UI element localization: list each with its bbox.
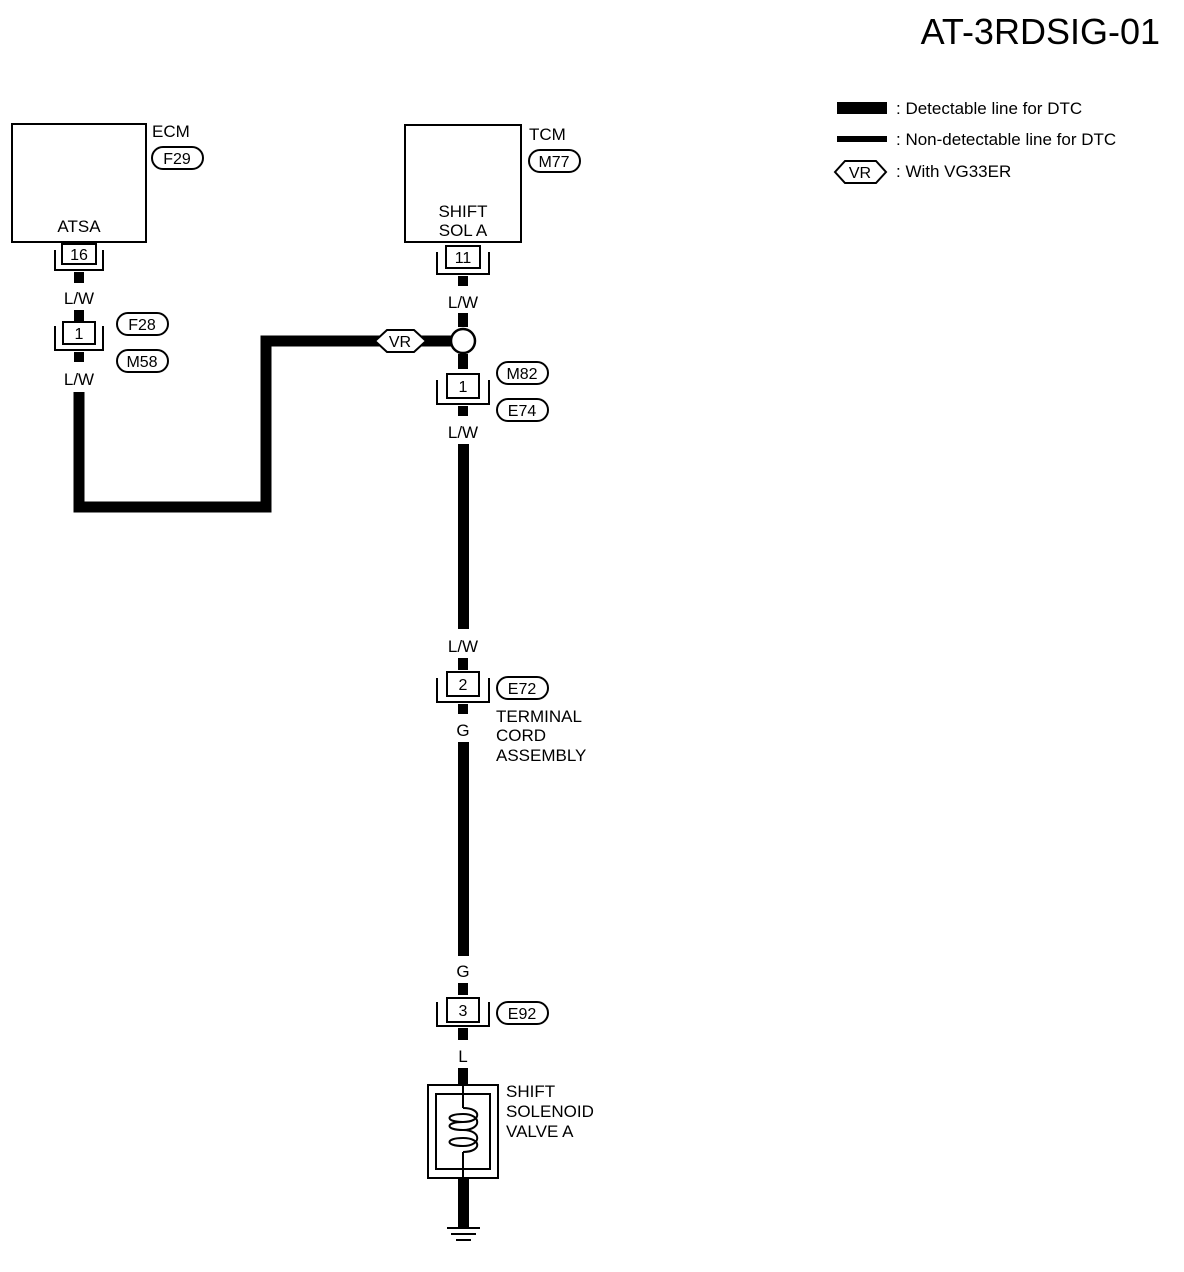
connector-m58-badge bbox=[116, 349, 169, 373]
legend: : Detectable line for DTC : Non-detectab… bbox=[833, 99, 1116, 184]
e72-terminal-number: 2 bbox=[459, 677, 468, 694]
connector-e92: 3 E92 bbox=[436, 997, 549, 1027]
e72-connector-label: E72 bbox=[508, 681, 537, 698]
tcm-terminal-label-1: SHIFT bbox=[438, 202, 487, 221]
ground-wire bbox=[458, 1179, 469, 1227]
ecm-to-tcm-wire bbox=[73, 335, 380, 513]
wire-stub-after-e92 bbox=[458, 1028, 468, 1040]
connector-f28-badge bbox=[116, 312, 169, 336]
branch-vr-text: VR bbox=[389, 334, 411, 351]
connector-e74-badge bbox=[496, 398, 549, 422]
connector-e72: 2 E72 TERMINAL CORD ASSEMBLY bbox=[436, 671, 586, 765]
tcm-connector-badge bbox=[528, 149, 581, 173]
splice-junction bbox=[449, 327, 477, 355]
legend-detectable-line-swatch bbox=[837, 102, 887, 114]
joint-m82-e74: 1 M82 E74 bbox=[436, 361, 549, 422]
e92-bracket bbox=[436, 1002, 490, 1027]
ecm-terminal-bracket bbox=[54, 250, 104, 271]
e92-connector-label: E92 bbox=[508, 1006, 537, 1023]
tcm-name: TCM bbox=[529, 125, 566, 144]
wire-stub-before-e72 bbox=[458, 658, 468, 670]
wire-color-after-e72: G bbox=[456, 721, 469, 740]
tcm-terminal-box bbox=[445, 245, 481, 269]
joint-m82-terminal-box bbox=[446, 373, 480, 399]
ecm-box bbox=[11, 123, 147, 243]
joint-f28-m58: 1 F28 M58 bbox=[54, 312, 169, 373]
tcm-wire-stub-3 bbox=[458, 406, 468, 416]
e72-desc-line-1: TERMINAL bbox=[496, 707, 582, 726]
branch-vr-tag bbox=[373, 329, 428, 353]
e72-desc-line-2: CORD bbox=[496, 726, 546, 745]
ecm-wire-stub-3 bbox=[74, 352, 84, 362]
e92-terminal-number: 3 bbox=[459, 1003, 468, 1020]
wire-to-e92 bbox=[458, 742, 469, 956]
diagram-title: AT-3RDSIG-01 bbox=[921, 11, 1160, 52]
wire-to-e72 bbox=[458, 444, 469, 629]
tcm-wire-stub-2 bbox=[458, 313, 468, 327]
tcm-wire-color-2: L/W bbox=[448, 423, 478, 442]
ecm-wire-color: L/W bbox=[64, 289, 94, 308]
e72-connector-badge bbox=[496, 676, 549, 700]
wire-color-after-e92: L bbox=[458, 1047, 467, 1066]
connector-e74-label: E74 bbox=[508, 403, 537, 420]
ecm-wire-stub bbox=[74, 272, 84, 283]
legend-non-detectable-line-swatch bbox=[837, 136, 887, 142]
joint-m82-terminal-number: 1 bbox=[459, 379, 468, 396]
ecm-name: ECM bbox=[152, 122, 190, 141]
wire-color-before-e92: G bbox=[456, 962, 469, 981]
e92-connector-badge bbox=[496, 1001, 549, 1025]
solenoid-coil-icon bbox=[448, 1107, 479, 1153]
legend-detectable-text: : Detectable line for DTC bbox=[896, 99, 1082, 118]
tcm-connector-label: M77 bbox=[538, 154, 569, 171]
ecm-wire-color-2: L/W bbox=[64, 370, 94, 389]
legend-option-text: : With VG33ER bbox=[896, 162, 1011, 181]
connector-m58-label: M58 bbox=[126, 354, 157, 371]
e72-terminal-box bbox=[446, 671, 480, 697]
wire-to-solenoid bbox=[458, 1068, 468, 1086]
tcm-terminal-number: 11 bbox=[455, 250, 472, 267]
ecm-terminal-number: 16 bbox=[70, 247, 88, 264]
tcm-unit: TCM M77 SHIFT SOL A 11 bbox=[404, 124, 581, 275]
joint-f28-terminal-box bbox=[62, 321, 96, 345]
ecm-unit: ECM F29 ATSA 16 bbox=[11, 122, 204, 271]
e72-bracket bbox=[436, 678, 490, 703]
tcm-terminal-label-2: SOL A bbox=[439, 221, 488, 240]
solenoid-label-1: SHIFT bbox=[506, 1082, 555, 1101]
e72-desc-line-3: ASSEMBLY bbox=[496, 746, 586, 765]
ground-icon bbox=[447, 1227, 480, 1241]
connector-m82-label: M82 bbox=[506, 366, 537, 383]
connector-m82-badge bbox=[496, 361, 549, 385]
e92-terminal-box bbox=[446, 997, 480, 1023]
ecm-connector-badge bbox=[151, 146, 204, 170]
ecm-terminal-box bbox=[61, 243, 97, 265]
ecm-terminal-label: ATSA bbox=[57, 217, 101, 236]
ecm-connector-label: F29 bbox=[163, 151, 191, 168]
tcm-wire-stub bbox=[458, 276, 468, 286]
tcm-terminal-bracket bbox=[436, 252, 490, 275]
ecm-wire-stub-2 bbox=[74, 310, 84, 322]
joint-m82-bracket bbox=[436, 380, 490, 405]
tcm-box bbox=[404, 124, 522, 243]
shift-solenoid-valve-a: SHIFT SOLENOID VALVE A bbox=[427, 1082, 594, 1179]
legend-option-tag-shape bbox=[833, 160, 888, 184]
joint-f28-terminal-number: 1 bbox=[75, 326, 84, 343]
wire-stub-after-e72 bbox=[458, 704, 468, 714]
wire-color-before-e72: L/W bbox=[448, 637, 478, 656]
legend-option-tag-text: VR bbox=[849, 165, 871, 182]
solenoid-label-3: VALVE A bbox=[506, 1122, 574, 1141]
tcm-wire-color: L/W bbox=[448, 293, 478, 312]
legend-non-detectable-text: : Non-detectable line for DTC bbox=[896, 130, 1116, 149]
junction-down-wire bbox=[458, 354, 468, 369]
solenoid-label-2: SOLENOID bbox=[506, 1102, 594, 1121]
joint-f28-bracket bbox=[54, 326, 104, 351]
connector-f28-label: F28 bbox=[128, 317, 156, 334]
wire-stub-before-e92 bbox=[458, 983, 468, 995]
